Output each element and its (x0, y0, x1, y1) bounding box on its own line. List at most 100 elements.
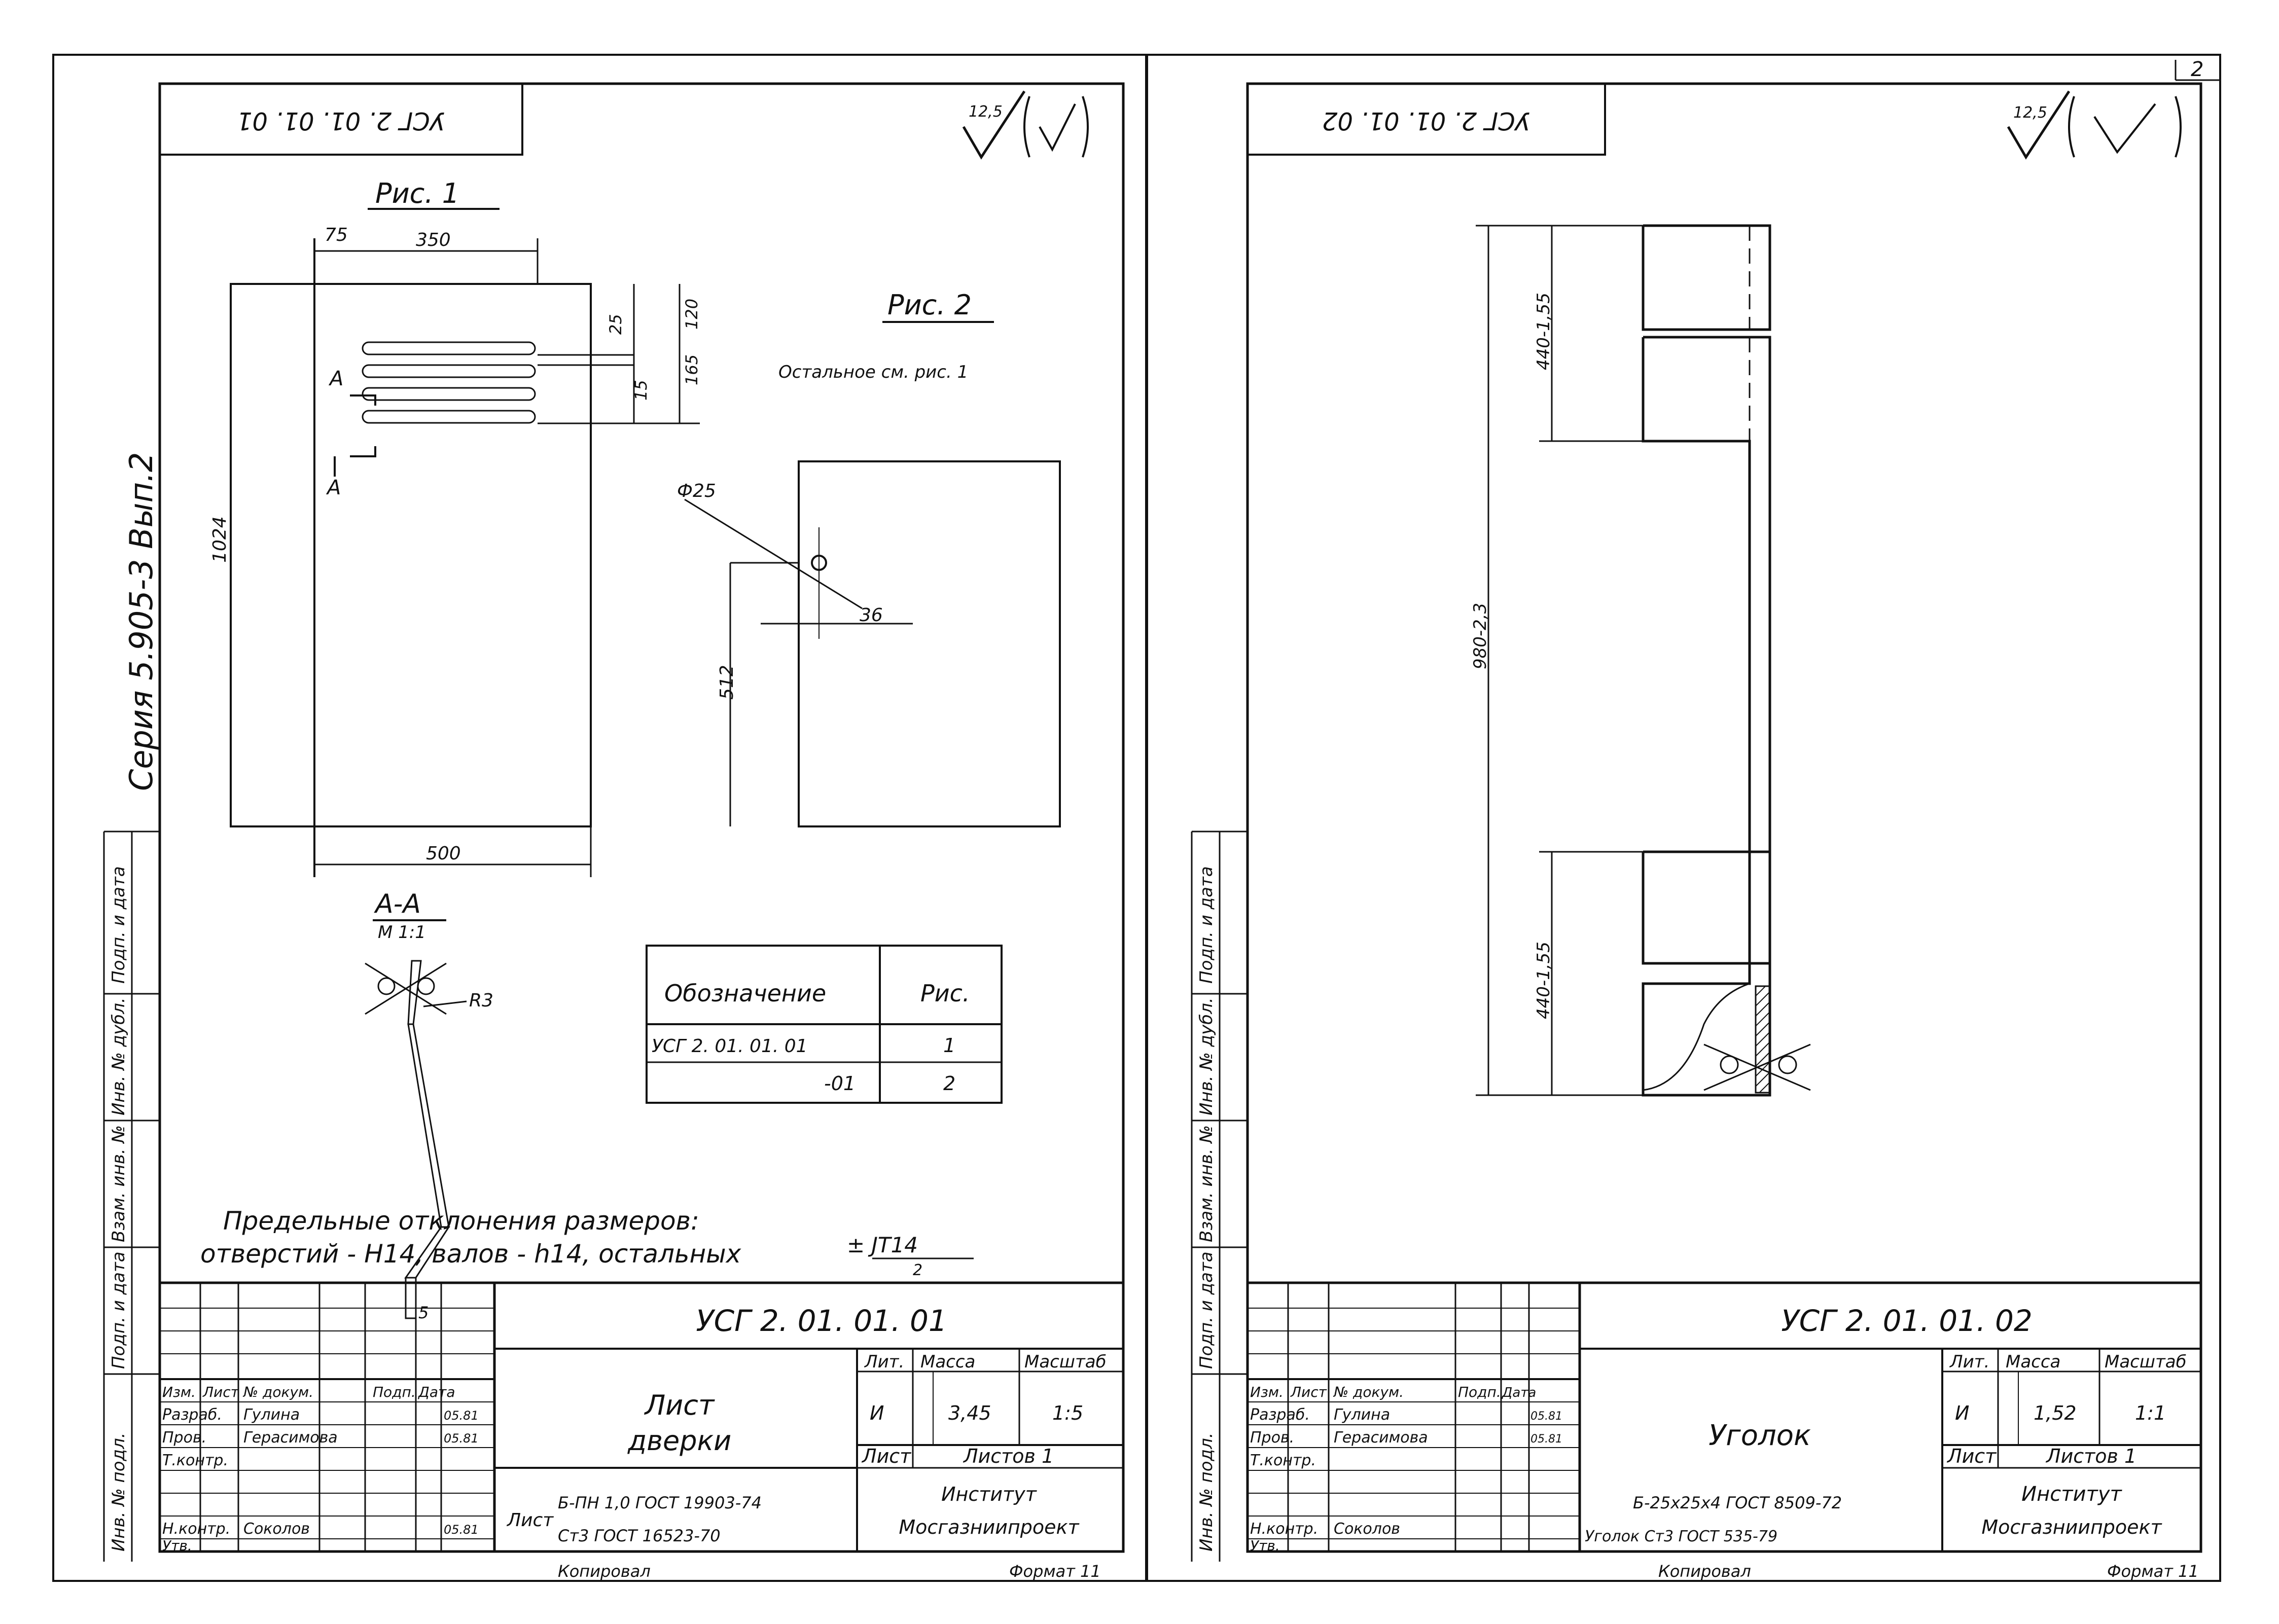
tb-head-sign: Подп. (373, 1384, 416, 1400)
louvres (362, 341, 536, 424)
tb-name-line-2: дверки (627, 1425, 731, 1457)
r-tb-sheets: Листов 1 (2045, 1445, 2136, 1467)
tb-head-izm: Изм. (162, 1384, 196, 1400)
left-drawing-frame (158, 82, 1125, 1553)
r-tb-col-scale: Масштаб (2105, 1352, 2187, 1372)
tb-role-dev: Разраб. (162, 1406, 222, 1424)
tb-material-line-2: Ст3 ГОСТ 16523-70 (558, 1526, 721, 1545)
r-tb-role-nk: Н.контр. (1250, 1520, 1318, 1538)
right-side-strip: Подп. и дата Инв. № дубл. Взам. инв. № П… (1191, 831, 1248, 1562)
dim-36: 36 (860, 605, 883, 626)
r-side-label-3: Инв. № дубл. (1196, 997, 1217, 1115)
tb-col-mass: Масса (920, 1352, 975, 1372)
r-side-label-0: Инв. № подл. (1196, 1432, 1217, 1551)
side-label-1: Подп. и дата (109, 1251, 129, 1369)
r-tb-role-dev: Разраб. (1250, 1406, 1310, 1424)
right-title-block: Изм. Лист № докум. Подп. Дата Разраб. Гу… (1248, 1281, 2201, 1554)
r-tb-head-date: Дата (1502, 1385, 1536, 1400)
tb-name-dev: Гулина (243, 1406, 300, 1424)
r-tb-scale: 1:1 (2135, 1402, 2166, 1424)
dim-total: 980-2,3 (1470, 603, 1490, 669)
section-scale: М 1:1 (378, 922, 426, 943)
side-label-0: Инв. № подл. (109, 1432, 129, 1551)
r-tb-sheet: Лист (1946, 1445, 1997, 1467)
spec-row-1-designation: -01 (824, 1072, 856, 1095)
r-stamp-code: УСГ 2. 01. 01. 02 (1322, 106, 1530, 135)
tb-date-chk: 05.81 (444, 1431, 479, 1446)
dim-350: 350 (416, 230, 451, 250)
right-sheet: Подп. и дата Инв. № дубл. Взам. инв. № П… (1191, 82, 2202, 1581)
left-title-block: Изм. Лист № докум. Подп. Дата Разраб. Гу… (160, 1281, 1123, 1554)
r-tb-head-doc: № докум. (1333, 1384, 1404, 1400)
r-tb-head-sign: Подп. (1458, 1384, 1501, 1400)
dim-25: 25 (606, 314, 625, 335)
r-side-label-4: Подп. и дата (1196, 866, 1217, 984)
r-tb-material-line-2: Уголок Ст3 ГОСТ 535-79 (1585, 1528, 1777, 1545)
r-stamp-box (1247, 83, 1606, 156)
tb-role-chk: Пров. (162, 1429, 206, 1447)
dim-15: 15 (631, 380, 651, 401)
tb-role-nk: Н.контр. (162, 1520, 230, 1538)
section-title: А-А (374, 889, 421, 919)
fig2-note: Остальное см. рис. 1 (778, 362, 968, 382)
page-number: 2 (2191, 58, 2203, 81)
fig1-title: Рис. 1 (375, 177, 459, 209)
spec-row-0-designation: УСГ 2. 01. 01. 01 (652, 1036, 808, 1057)
dim-75: 75 (325, 225, 348, 245)
r-tb-head-list: Лист (1290, 1384, 1327, 1400)
series-label: Серия 5.905-3 Вып.2 (123, 452, 160, 791)
tb-role-app: Утв. (162, 1537, 192, 1554)
tb-name-line-1: Лист (644, 1389, 715, 1421)
roughness-symbol: 12,5 (962, 90, 1089, 160)
r-tb-material-line-1: Б-25х25х4 ГОСТ 8509-72 (1633, 1493, 1842, 1512)
r-tb-col-lit: Лит. (1949, 1352, 1989, 1372)
r-tb-col-mass: Масса (2006, 1352, 2060, 1372)
spec-header-fig: Рис. (920, 980, 970, 1007)
right-drawing-frame (1246, 82, 2202, 1553)
spec-header-designation: Обозначение (664, 980, 826, 1007)
r-tb-name-chk: Герасимова (1334, 1429, 1428, 1447)
r-tb-mass: 1,52 (2034, 1402, 2077, 1424)
roughness-value: 12,5 (969, 103, 1003, 121)
r-tb-head-izm: Изм. (1250, 1384, 1284, 1400)
r-tb-name-nk: Соколов (1334, 1520, 1400, 1538)
figure-1: Рис. 1 75 350 25 120 165 (209, 177, 701, 877)
fig2-hole-dim: Ф25 (677, 481, 716, 501)
r-tb-lit: И (1955, 1402, 1969, 1424)
tb-org-line-2: Мосгазниипроект (899, 1516, 1080, 1538)
footer-format: Формат 11 (1009, 1562, 1101, 1581)
tb-head-date: Дата (417, 1384, 455, 1400)
left-sheet: Подп. и дата Инв. № дубл. Взам. инв. № П… (103, 82, 1125, 1581)
r-tb-org-line-1: Институт (2021, 1483, 2122, 1506)
r-tb-date-dev: 05.81 (1530, 1410, 1562, 1423)
tb-material-prefix: Лист (506, 1510, 554, 1531)
tb-head-list: Лист (202, 1384, 239, 1400)
outer-frame: 2 (52, 54, 2221, 1582)
r-tb-name-dev: Гулина (1334, 1406, 1390, 1424)
tolerance-line-1: Предельные отклонения размеров: (223, 1206, 699, 1236)
dim-120: 120 (682, 299, 701, 330)
fig2-title: Рис. 2 (887, 289, 972, 321)
r-tb-role-chk: Пров. (1250, 1429, 1294, 1447)
dim-500: 500 (426, 843, 461, 864)
tolerance-fraction-den: 2 (913, 1261, 922, 1279)
tolerance-line-2: отверстий - Н14, валов - h14, остальных (200, 1239, 741, 1269)
spec-row-1-fig: 2 (943, 1072, 955, 1095)
tb-lit: И (870, 1402, 884, 1424)
r-footer-format: Формат 11 (2107, 1562, 2199, 1581)
tb-sheets: Листов 1 (963, 1445, 1054, 1467)
tolerance-fraction-num: ± JT14 (847, 1233, 918, 1257)
tb-material-line-1: Б-ПН 1,0 ГОСТ 19903-74 (558, 1493, 762, 1512)
r-tb-role-tk: Т.контр. (1250, 1452, 1316, 1469)
section-mark-bottom: А (326, 476, 341, 499)
left-side-strip: Подп. и дата Инв. № дубл. Взам. инв. № П… (103, 452, 160, 1562)
section-a-a: А-А М 1:1 R3 5 (365, 889, 493, 1322)
angle-part (1642, 224, 1811, 1097)
r-roughness-symbol: 12,5 (2007, 90, 2182, 160)
dim-1024: 1024 (209, 516, 230, 563)
tb-head-doc: № докум. (242, 1384, 313, 1400)
tb-scale: 1:5 (1052, 1402, 1083, 1424)
tb-sheet: Лист (861, 1445, 912, 1467)
spec-row-0-fig: 1 (943, 1034, 955, 1057)
